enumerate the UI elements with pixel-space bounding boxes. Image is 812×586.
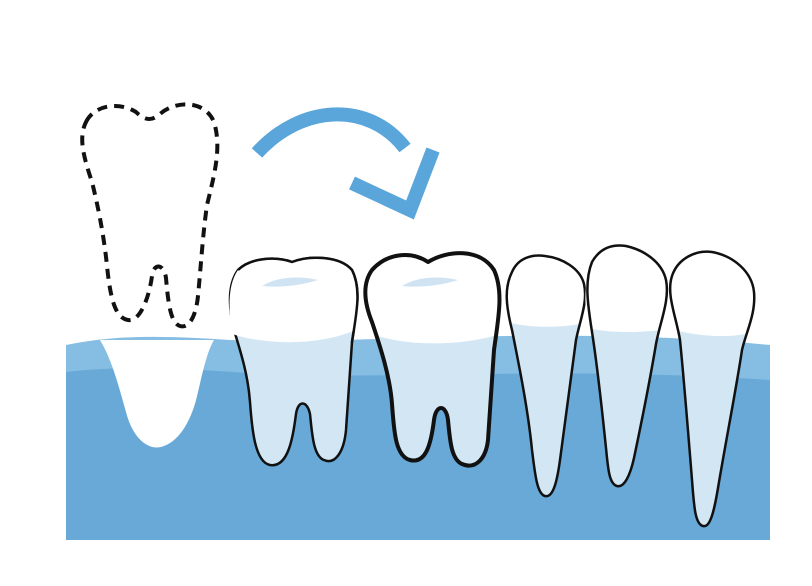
molar-2-shine [402,277,458,287]
molar-1-crown [229,257,359,343]
curved-arrow-right-icon [251,107,440,220]
empty-socket-icon [100,340,214,448]
premolar-1-outline [505,254,587,498]
premolar-2-outline [586,244,669,488]
premolar-1-crown [505,255,586,327]
premolar-2 [585,244,669,488]
molar-2-crown [366,253,501,344]
molar-1-crown-outline [237,256,359,343]
premolar-2-crown [585,245,668,333]
dashed-molar-outline-icon [80,102,220,329]
molar-2-outline [363,251,502,468]
molar-1-shine [262,277,318,287]
molar-1 [228,256,359,467]
canine-outline [668,250,756,528]
canine-crown [668,251,755,337]
arrow-head [349,147,440,220]
molar-2-tilting [363,251,502,468]
canine [668,250,756,528]
premolar-1 [505,254,587,498]
arrow-arc [251,107,411,158]
